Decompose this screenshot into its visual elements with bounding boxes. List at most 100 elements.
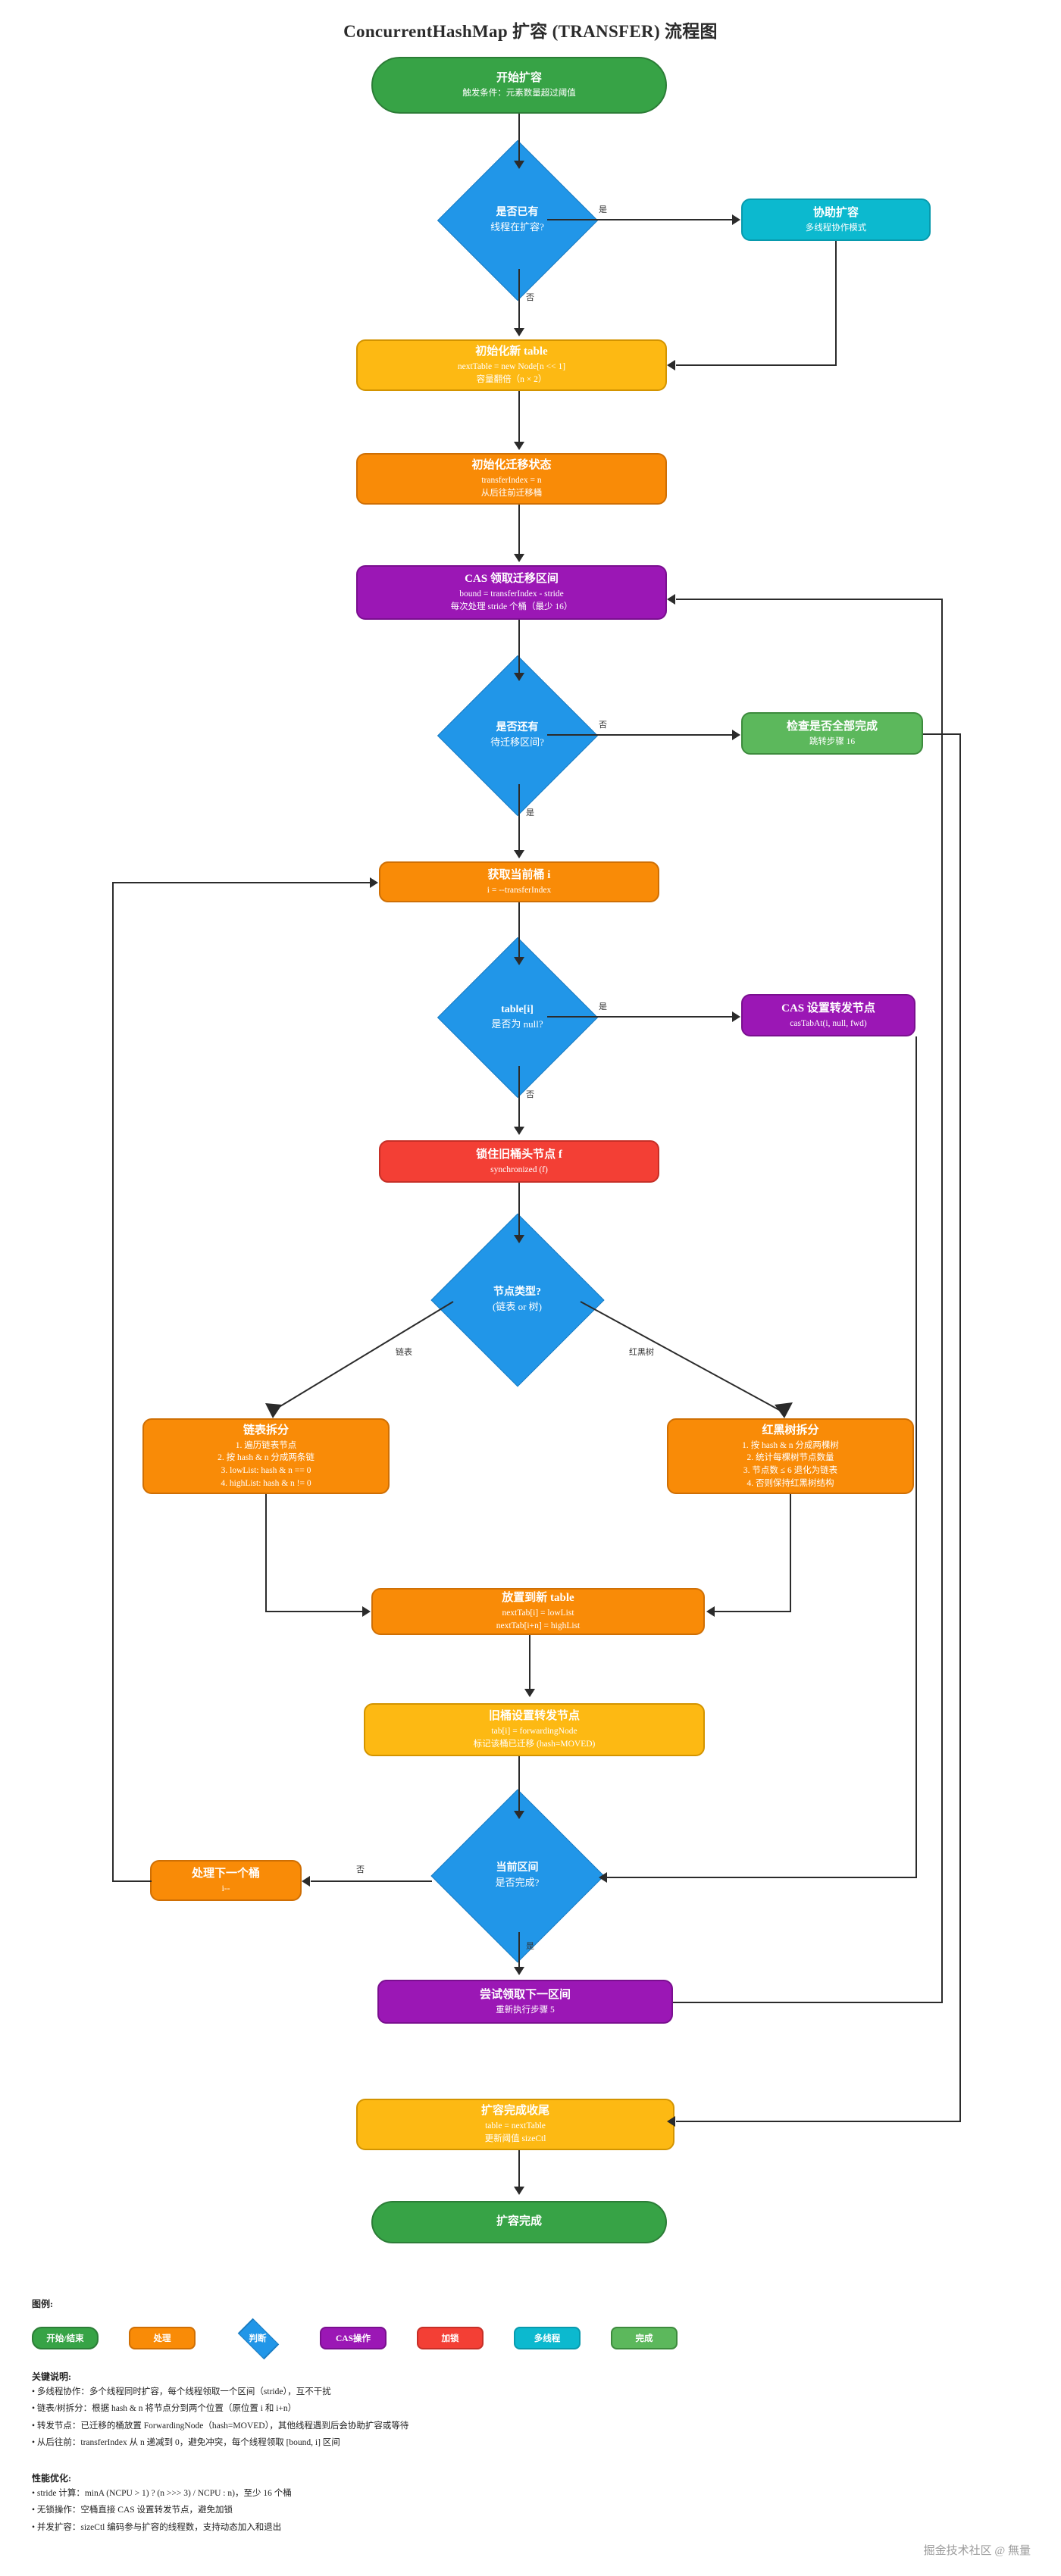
key-notes-list: • 多线程协作：多个线程同时扩容，每个线程领取一个区间（stride），互不干扰… (32, 2384, 408, 2452)
node-init-state[interactable]: 初始化迁移状态 transferIndex = n 从后往前迁移桶 (356, 453, 667, 505)
edge-init-to-state (518, 391, 520, 442)
node-decision-node-type[interactable]: 节点类型? (链表 or 树) (430, 1213, 605, 1387)
arrowhead (362, 1606, 371, 1617)
node-place-new-sub2: nextTab[i+n] = highList (496, 1621, 581, 1630)
node-old-fwd-sub2: 标记该桶已迁移 (hash=MOVED) (473, 1739, 596, 1749)
node-decision-remaining-range[interactable]: 是否还有 待迁移区间? (436, 655, 599, 817)
node-start-sub: 触发条件：元素数量超过阈值 (462, 89, 576, 98)
node-init-state-sub2: 从后往前迁移桶 (480, 488, 543, 498)
legend-label-multithread: 多线程 (534, 2334, 561, 2343)
edge-label-no-2: 否 (599, 721, 607, 730)
edge-label-no-4: 否 (356, 1865, 365, 1874)
legend-label-cas: CAS操作 (335, 2334, 371, 2343)
node-end-title: 扩容完成 (496, 2215, 542, 2228)
node-cas-claim-range[interactable]: CAS 领取迁移区间 bound = transferIndex - strid… (356, 565, 667, 620)
node-get-bucket-sub: i = --transferIndex (487, 885, 552, 895)
node-cas-claim-sub2: 每次处理 stride 个桶（最少 16） (450, 602, 573, 611)
node-list-split-line-2: 2. 按 hash & n 分成两条链 (218, 1453, 315, 1463)
legend-chip-decision: 判断 (226, 2318, 290, 2360)
node-decision-remaining-sub: 待迁移区间? (490, 736, 544, 748)
arrowhead (706, 1606, 715, 1617)
edge-help-down (835, 241, 837, 365)
node-cas-fwd-title: CAS 设置转发节点 (781, 1002, 875, 1014)
node-old-bucket-forwarding[interactable]: 旧桶设置转发节点 tab[i] = forwardingNode 标记该桶已迁移… (364, 1703, 705, 1756)
legend-row: 开始/结束 处理 判断 CAS操作 加锁 多线程 完成 (32, 2318, 678, 2360)
node-old-fwd-title: 旧桶设置转发节点 (488, 1710, 580, 1723)
edge-done-no (311, 1880, 432, 1882)
perf-notes-list: • stride 计算：minA (NCPU > 1) ? (n >>> 3) … (32, 2485, 292, 2536)
node-init-state-title: 初始化迁移状态 (471, 459, 552, 472)
node-check-all-complete[interactable]: 检查是否全部完成 跳转步骤 16 (741, 712, 923, 755)
edge-claim-up (941, 599, 943, 2003)
node-decision-type-title: 节点类型? (493, 1286, 541, 1299)
node-end[interactable]: 扩容完成 (371, 2201, 667, 2243)
edge-label-yes-4: 是 (526, 1942, 534, 1951)
node-help-expand-title: 协助扩容 (812, 206, 859, 219)
edge-remaining-no (547, 734, 732, 736)
node-tree-split-line-1: 1. 按 hash & n 分成两棵树 (742, 1440, 839, 1450)
node-decision-already-expanding[interactable]: 是否已有 线程在扩容? (436, 139, 599, 302)
edge-lock-to-type (518, 1183, 520, 1237)
node-lock-head-title: 锁住旧桶头节点 f (476, 1148, 562, 1161)
key-note-item: • 转发节点：已迁移的桶放置 ForwardingNode（hash=MOVED… (32, 2421, 409, 2431)
edge-leftrail-v (112, 882, 114, 1880)
arrowhead (732, 214, 740, 225)
arrowhead (599, 1872, 607, 1883)
edge-treesplit-down (790, 1494, 791, 1612)
perf-notes-heading: 性能优化: (32, 2473, 71, 2484)
edge-null-no (518, 1066, 520, 1128)
node-finish-up[interactable]: 扩容完成收尾 table = nextTable 更新阈值 sizeCtl (356, 2099, 674, 2150)
edge-decision-no-to-init (518, 269, 520, 330)
node-place-new-table[interactable]: 放置到新 table nextTab[i] = lowList nextTab[… (371, 1588, 705, 1635)
arrowhead (514, 2187, 524, 2195)
edge-leftrail-top (112, 882, 370, 883)
arrowhead (667, 360, 675, 370)
legend-chip-multithread: 多线程 (514, 2327, 581, 2349)
node-lock-head-sub: synchronized (f) (490, 1165, 548, 1174)
arrowhead (524, 1689, 535, 1697)
node-finish-up-sub2: 更新阈值 sizeCtl (484, 2134, 546, 2143)
edge-oldfwd-to-done (518, 1756, 520, 1812)
node-cas-set-forwarding[interactable]: CAS 设置转发节点 casTabAt(i, null, fwd) (741, 994, 915, 1036)
node-tree-split[interactable]: 红黑树拆分 1. 按 hash & n 分成两棵树 2. 统计每棵树节点数量 3… (667, 1418, 914, 1494)
node-lock-head[interactable]: 锁住旧桶头节点 f synchronized (f) (379, 1140, 659, 1183)
edge-done-yes (518, 1932, 520, 1968)
node-claim-next-sub: 重新执行步骤 5 (496, 2005, 555, 2015)
node-list-split-line-3: 3. lowList: hash & n == 0 (221, 1465, 311, 1475)
node-init-table[interactable]: 初始化新 table nextTable = new Node[n << 1] … (356, 339, 667, 391)
legend-chip-cas: CAS操作 (320, 2327, 387, 2349)
edge-label-no-3: 否 (526, 1090, 534, 1099)
edge-label-no-1: 否 (526, 293, 534, 302)
arrowhead (514, 1235, 524, 1243)
edge-state-to-cas (518, 505, 520, 555)
arrowhead (732, 1011, 740, 1022)
node-old-fwd-sub1: tab[i] = forwardingNode (491, 1727, 577, 1737)
page-title: ConcurrentHashMap 扩容 (TRANSFER) 流程图 (343, 22, 718, 41)
edge-checkall-rail-down (959, 733, 961, 2121)
edge-cas-to-remaining (518, 620, 520, 674)
perf-note-item: • 无锁操作：空桶直接 CAS 设置转发节点，避免加锁 (32, 2506, 233, 2515)
edge-treesplit-left (714, 1611, 791, 1612)
node-list-split-line-4: 4. highList: hash & n != 0 (221, 1478, 311, 1488)
node-decision-range-done[interactable]: 当前区间 是否完成? (430, 1789, 605, 1963)
node-cas-fwd-sub: casTabAt(i, null, fwd) (790, 1018, 867, 1028)
node-claim-next-title: 尝试领取下一区间 (479, 1988, 571, 2001)
edge-listsplit-right (265, 1611, 362, 1612)
node-init-state-sub1: transferIndex = n (481, 476, 542, 486)
edge-casfwd-rail-in (606, 1877, 917, 1878)
arrowhead (514, 161, 524, 169)
node-get-current-bucket[interactable]: 获取当前桶 i i = --transferIndex (379, 861, 659, 902)
node-help-expand[interactable]: 协助扩容 多线程协作模式 (741, 199, 931, 241)
arrowhead (514, 850, 524, 858)
edge-place-to-oldfwd (529, 1635, 530, 1690)
node-start[interactable]: 开始扩容 触发条件：元素数量超过阈值 (371, 57, 667, 114)
legend-chip-lock: 加锁 (417, 2327, 484, 2349)
node-next-bucket-title: 处理下一个桶 (191, 1867, 260, 1880)
legend-chip-start-end: 开始/结束 (32, 2327, 99, 2349)
node-list-split[interactable]: 链表拆分 1. 遍历链表节点 2. 按 hash & n 分成两条链 3. lo… (142, 1418, 390, 1494)
arrowhead (667, 594, 675, 605)
arrowhead (514, 957, 524, 965)
node-claim-next-range[interactable]: 尝试领取下一区间 重新执行步骤 5 (377, 1980, 673, 2024)
node-decision-bucket-null[interactable]: table[i] 是否为 null? (436, 936, 599, 1099)
node-next-bucket[interactable]: 处理下一个桶 i-- (150, 1860, 302, 1901)
